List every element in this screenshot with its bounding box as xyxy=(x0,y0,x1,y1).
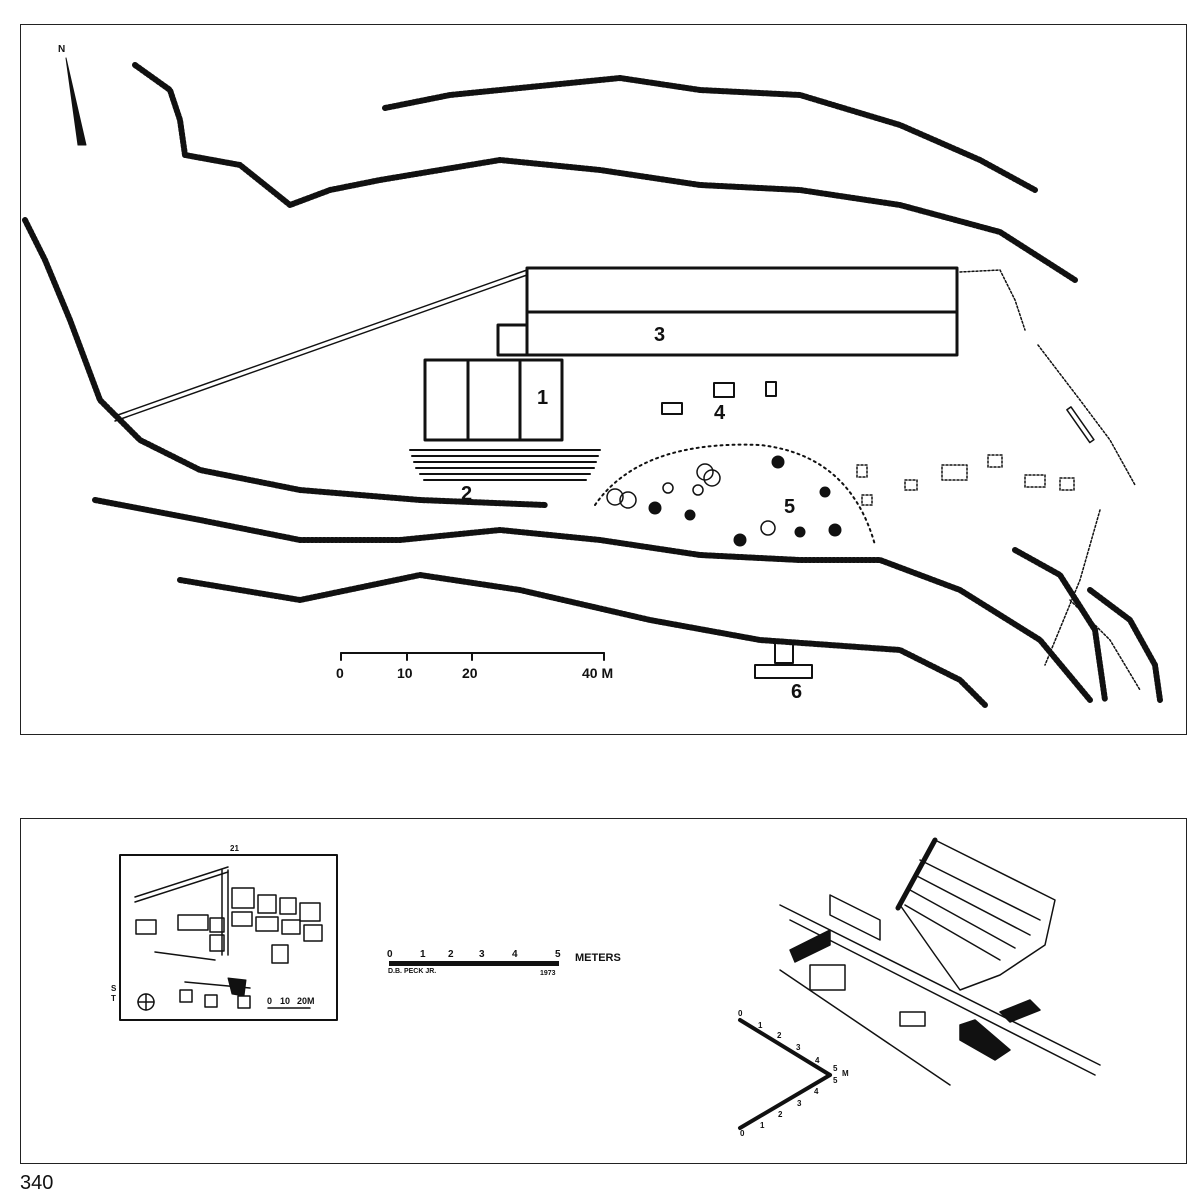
structure-2 xyxy=(409,449,601,481)
ridge-1 xyxy=(132,62,1078,283)
axon-unit: M xyxy=(842,1069,849,1078)
meters-tick-3: 3 xyxy=(479,949,485,960)
ridge-6 xyxy=(1012,547,1108,703)
inset-scale-10: 10 xyxy=(280,996,291,1006)
inset-map xyxy=(119,854,338,1021)
axon-a-0: 0 xyxy=(738,1009,743,1018)
meters-tick-0: 0 xyxy=(387,949,393,960)
ridge-2 xyxy=(382,75,1038,193)
ridge-5 xyxy=(177,572,988,708)
inset-top-label: 21 xyxy=(230,844,239,853)
axon-a-1: 1 xyxy=(758,1021,763,1030)
detail-frame xyxy=(20,818,1187,1164)
label-5: 5 xyxy=(784,496,796,518)
building-1 xyxy=(423,358,564,442)
north-label: N xyxy=(58,44,66,55)
axon-a-4: 4 xyxy=(815,1056,820,1065)
meters-tick-2: 2 xyxy=(448,949,454,960)
inset-side-t: T xyxy=(111,994,116,1003)
ridge-3 xyxy=(22,217,548,508)
inset-side-s: S xyxy=(111,984,117,993)
axon-a-2: 2 xyxy=(777,1031,782,1040)
scale-tick-20: 20 xyxy=(462,665,478,681)
meters-tick-5: 5 xyxy=(555,949,561,960)
north-arrow-icon xyxy=(65,57,87,146)
inset-scale-20: 20M xyxy=(297,996,315,1006)
area-5-boundary xyxy=(594,443,876,546)
inset-scale-0: 0 xyxy=(267,996,273,1006)
scale-tick-10: 10 xyxy=(397,665,413,681)
label-2: 2 xyxy=(461,483,473,505)
axon-b-0: 0 xyxy=(740,1129,745,1138)
axon-b-4: 4 xyxy=(814,1087,819,1096)
building-3 xyxy=(525,266,959,314)
label-1: 1 xyxy=(537,387,549,409)
axon-a-5: 5 xyxy=(833,1064,838,1073)
axonometric-drawing xyxy=(779,837,1101,1086)
axon-b-2: 2 xyxy=(778,1110,783,1119)
label-3: 3 xyxy=(654,324,666,346)
ridge-7 xyxy=(1087,587,1163,703)
meters-tick-1: 1 xyxy=(420,949,426,960)
axon-b-1: 1 xyxy=(760,1121,765,1130)
site-plan-frame xyxy=(20,24,1187,735)
drawing-year: 1973 xyxy=(540,970,556,977)
axon-b-5: 5 xyxy=(833,1076,838,1085)
meters-tick-4: 4 xyxy=(512,949,518,960)
meters-unit: METERS xyxy=(575,952,621,964)
page-number: 340 xyxy=(20,1172,54,1194)
axon-b-3: 3 xyxy=(797,1099,802,1108)
author-credit: D.B. PECK JR. xyxy=(388,968,437,975)
label-6: 6 xyxy=(791,681,803,703)
structure-6 xyxy=(754,664,813,679)
scale-tick-0: 0 xyxy=(336,665,344,681)
axon-a-3: 3 xyxy=(796,1043,801,1052)
scale-tick-40: 40 M xyxy=(582,665,614,681)
label-4: 4 xyxy=(714,402,726,424)
